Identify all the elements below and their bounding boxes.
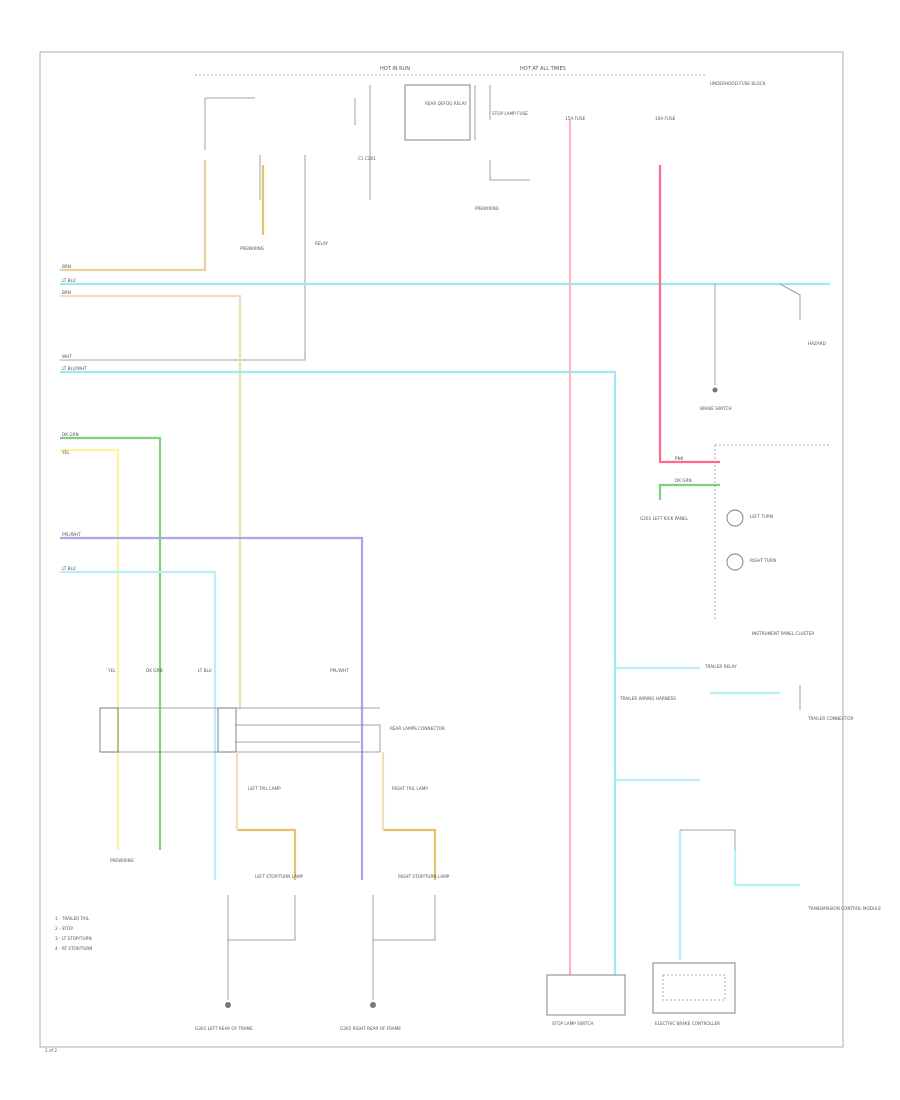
prewiring-label-2: PREWIRING: [110, 858, 134, 863]
feed-wire-3: [60, 155, 306, 361]
brake-controller-wire-b: [733, 850, 800, 887]
connector-div-1: [235, 724, 381, 752]
legend-2: 2 - STOP: [55, 926, 73, 931]
fuse-10a-label: 10A FUSE: [655, 116, 676, 121]
rear-lamps-connector-label: REAR LAMPS CONNECTOR: [390, 726, 445, 731]
stop-lamp-switch-box: [546, 974, 626, 1016]
tan-wire-top: [60, 160, 207, 272]
prewiring-top-label: PREWIRING: [475, 206, 499, 211]
right-rear-ground-label: G302 RIGHT REAR OF FRAME: [340, 1026, 401, 1031]
connector-end-mid: [217, 707, 237, 753]
right-lamp-ground-b: [373, 895, 436, 941]
trailer-harness-label: TRAILER WIRING HARNESS: [619, 696, 676, 701]
green-wire-left: [60, 436, 162, 850]
red-wire: [658, 165, 720, 464]
ground-ref-label: G201 LEFT KICK PANEL: [640, 516, 689, 521]
yellow-label: YEL: [61, 450, 70, 455]
blue-wire: [60, 536, 364, 880]
trailer-connector-label: TRAILER CONNECTOR: [807, 716, 854, 721]
cyan-2-label: LT BLU/WHT: [62, 366, 87, 371]
stop-lamp-feed: [489, 160, 530, 181]
tan-wire-long: [60, 294, 242, 710]
underhood-fuse-block-label: UNDERHOOD FUSE BLOCK: [710, 81, 766, 86]
brake-controller-thin: [680, 829, 736, 850]
hazard-label: HAZARD: [808, 341, 826, 346]
cyan-wire-2: [60, 370, 617, 975]
left-tail-lamp-label: LEFT TAIL LAMP: [248, 786, 281, 791]
ppl-label-mid: PPL/WHT: [330, 668, 349, 673]
ltblu-label-mid: LT BLU: [198, 668, 212, 673]
legend-4: 4 - RT STOP/TURN: [55, 946, 92, 951]
left-ground-icon: [225, 1002, 231, 1008]
fuse-15a-label: 15A FUSE: [565, 116, 586, 121]
dkgrn-right-label: DK GRN: [675, 478, 692, 483]
blue-label: PPL/WHT: [62, 532, 81, 537]
orange-right-lamp: [383, 828, 437, 880]
stop-lamp-switch-label: STOP LAMP SWITCH: [552, 1021, 594, 1026]
stop-lamp-label: STOP LAMP FUSE: [492, 111, 528, 116]
yellow-wire: [60, 448, 120, 850]
relay-sub-label: RELAY: [315, 241, 329, 246]
lamp-left-label: LEFT TURN: [750, 514, 773, 519]
top-bus-right-label: HOT AT ALL TIMES: [520, 66, 566, 72]
green-left-label: DK GRN: [62, 432, 79, 437]
right-tail-lamp-label: RIGHT TAIL LAMP: [392, 786, 428, 791]
left-lamp-ground-b: [228, 895, 296, 941]
yel-label-mid: YEL: [107, 668, 116, 673]
left-stop-turn-label: LEFT STOP/TURN LAMP: [255, 874, 304, 879]
relay-feed-c: [474, 85, 491, 140]
right-stop-turn-label: RIGHT STOP/TURN LAMP: [398, 874, 450, 879]
trailer-relay-label: TRAILER RELAY: [704, 664, 737, 669]
cyan-bus-label: LT BLU: [62, 278, 76, 283]
instrument-cluster-outline: [714, 444, 830, 620]
legend-1: 1 - TRAILER TAIL: [55, 916, 90, 921]
dkgrn-label-mid: DK GRN: [146, 668, 163, 673]
right-ground-icon: [370, 1002, 376, 1008]
orange-left-lamp: [237, 828, 297, 880]
green-wire-right: [658, 483, 720, 500]
lamp-right-label: RIGHT TURN: [750, 558, 776, 563]
brake-module-label: ELECTRIC BRAKE CONTROLLER: [655, 1021, 720, 1026]
cyan-3-label: LT BLU: [62, 566, 76, 571]
prewiring-label-1: PREWIRING: [240, 246, 264, 251]
cyan-wire-3: [60, 570, 217, 880]
top-bus-left-label: HOT IN RUN: [380, 66, 410, 72]
diagram-frame: [39, 51, 844, 1048]
pnk-label: PNK: [675, 456, 684, 461]
brake-module-inner: [662, 974, 726, 1001]
rear-defog-relay-box: [404, 84, 471, 141]
transmission-label: TRANSMISSION CONTROL MODULE: [807, 906, 881, 911]
right-turn-indicator-icon: [726, 553, 744, 571]
wht-label: WHT: [62, 354, 72, 359]
tan-wire-label: BRN: [62, 264, 71, 269]
tan-long-label: BRN: [62, 290, 71, 295]
ground-dot-1: [712, 387, 718, 393]
brake-switch-label: BRAKE SWITCH: [700, 406, 732, 411]
c1-label: C1 C201: [358, 156, 376, 161]
right-switch-wire-b: [779, 283, 801, 320]
left-turn-indicator-icon: [726, 509, 744, 527]
brake-module-box: [652, 962, 736, 1014]
page-number: 2 of 2: [45, 1048, 57, 1053]
instrument-panel-label: INSTRUMENT PANEL CLUSTER: [752, 631, 814, 636]
left-rear-ground-label: G301 LEFT REAR OF FRAME: [195, 1026, 253, 1031]
legend-3: 3 - LT STOP/TURN: [55, 936, 92, 941]
connector-end-left: [99, 707, 119, 753]
rear-defog-relay-label: REAR DEFOG RELAY: [425, 101, 467, 106]
